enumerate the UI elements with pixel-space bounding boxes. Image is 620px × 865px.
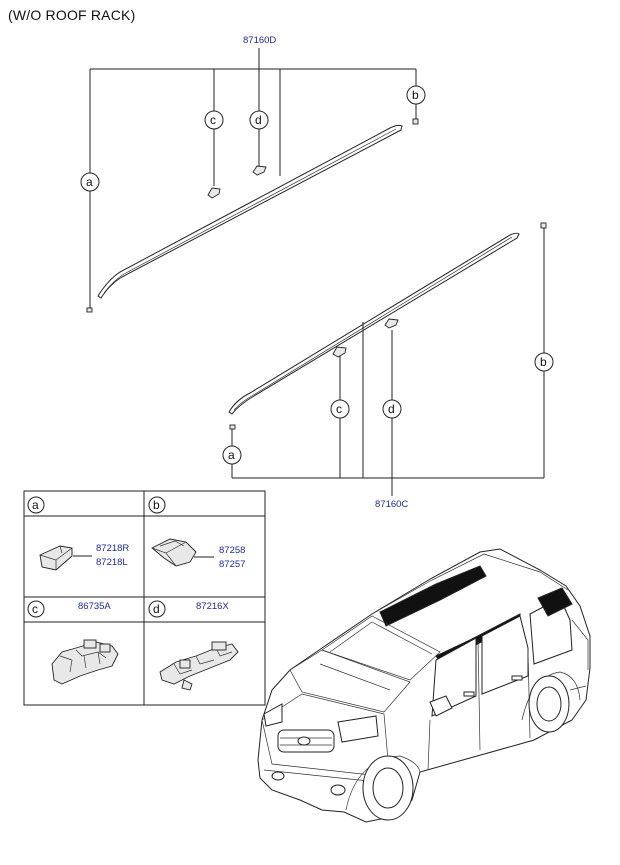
roof-moulding-upper [97, 124, 403, 299]
door-seam [527, 649, 531, 739]
clip-c-lower [332, 346, 347, 358]
end-piece-b [540, 222, 547, 229]
callout-letter-d: d [255, 113, 262, 127]
badge-icon [297, 736, 311, 746]
callout-b-lower [534, 352, 554, 372]
clip-d-illustration [159, 641, 239, 691]
callout-letter-a: a [86, 175, 93, 189]
door-handle [511, 675, 523, 681]
callout-letter-c: c [210, 113, 216, 127]
moulding-edge [233, 236, 513, 411]
part-number: 87218R [96, 543, 129, 554]
callout-a-upper [80, 172, 100, 192]
part-number: 87218L [96, 557, 128, 568]
front-wheel-hub [372, 767, 404, 809]
front-wheel-arch [345, 755, 421, 811]
callout-d-upper [249, 110, 269, 130]
table-callout-b [148, 496, 166, 514]
vehicle-body [257, 548, 591, 823]
part-number-87160C: 87160C [375, 499, 408, 510]
end-piece-a [229, 424, 236, 430]
clip-d-upper [252, 165, 267, 176]
upper-moulding-assembly: 87160D a c d b [80, 35, 426, 313]
part-number: 87257 [219, 559, 245, 570]
hood-crease [319, 663, 391, 691]
moulding-edge [103, 128, 397, 294]
end-piece-a [86, 307, 93, 313]
callout-c-upper [204, 110, 224, 130]
rear-edge [571, 619, 589, 670]
vehicle-illustration [257, 548, 591, 823]
bumper-line [263, 769, 379, 783]
end-cap-b-illustration [151, 538, 214, 567]
callout-letter-d: d [388, 402, 395, 416]
part-number: 87258 [219, 545, 245, 556]
table-callout-c [27, 600, 45, 618]
table-letter-b: b [153, 498, 160, 512]
fog-light-right [330, 784, 346, 796]
callout-d-lower [382, 399, 402, 419]
hood [289, 649, 411, 713]
part-number-87160D: 87160D [243, 35, 276, 46]
callout-b-upper [406, 85, 426, 105]
headlight-right [337, 715, 379, 743]
door-handle [463, 691, 475, 697]
rear-bumper-line [569, 685, 587, 691]
callout-letter-a: a [228, 448, 235, 462]
callout-c-lower [330, 399, 350, 419]
table-letter-a: a [32, 498, 39, 512]
part-number: 86735A [78, 601, 111, 612]
lower-moulding-assembly: 87160C a c d b [222, 222, 554, 510]
table-callout-d [148, 600, 166, 618]
side-mirror [429, 695, 453, 717]
windshield [321, 615, 441, 681]
windshield-inner [329, 621, 433, 655]
fog-light-left [271, 771, 285, 781]
clip-c-upper [207, 187, 221, 199]
clip-c-illustration [51, 639, 119, 685]
door-seam [427, 719, 431, 771]
callout-letter-b: b [540, 355, 547, 369]
end-piece-b [412, 118, 419, 125]
rear-wheel-hub [536, 686, 562, 722]
table-letter-c: c [32, 602, 38, 616]
rear-spoiler-window [537, 587, 573, 617]
vehicle-roof-line [371, 553, 569, 615]
clip-d-lower [384, 318, 399, 329]
part-number: 87216X [196, 601, 229, 612]
parts-table: a 87218R 87218L b 87258 87257 c 86735A [23, 490, 266, 706]
roof-moulding-black [379, 565, 487, 627]
callout-a-lower [222, 445, 242, 465]
roof-moulding-lower [228, 232, 520, 415]
headlight-left [263, 703, 283, 727]
table-callout-a [27, 496, 45, 514]
table-letter-d: d [153, 602, 160, 616]
door-seam [477, 639, 481, 751]
end-cap-a-illustration [39, 545, 92, 571]
callout-letter-c: c [336, 402, 342, 416]
diagram-title: (W/O ROOF RACK) [8, 7, 136, 23]
callout-letter-b: b [412, 88, 419, 102]
